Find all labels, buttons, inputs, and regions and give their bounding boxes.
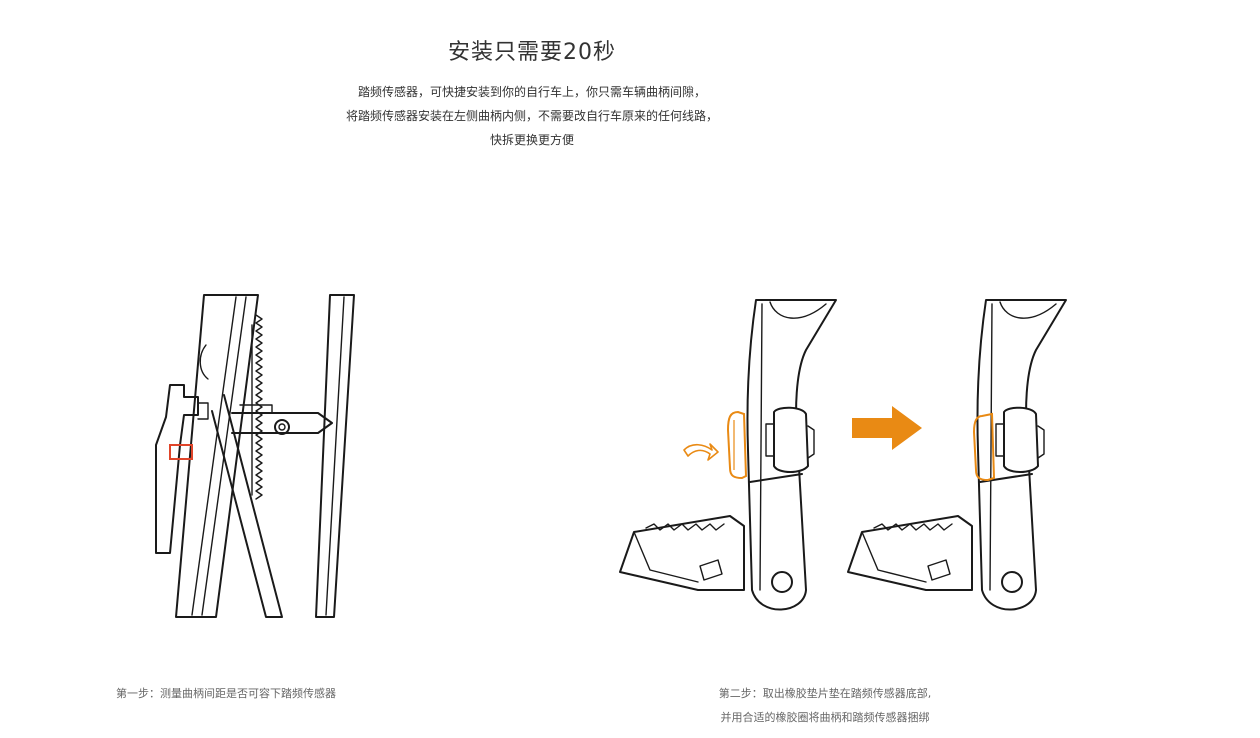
intro-line-2: 将踏频传感器安装在左侧曲柄内侧，不需要改自行车原来的任何线路， xyxy=(345,109,718,123)
step2-sensor-mount-illustration xyxy=(619,299,1067,611)
left-crank-arm xyxy=(175,294,259,618)
rubber-pad xyxy=(726,410,748,480)
spindle xyxy=(231,412,333,434)
crank-view-before xyxy=(619,299,837,611)
chainring-teeth xyxy=(255,314,263,500)
step1-caption-line-1: 第一步：测量曲柄间距是否可容下踏频传感器 xyxy=(116,687,336,700)
pedal-left xyxy=(619,515,745,591)
pedal-hole-left xyxy=(771,571,793,593)
intro-line-3: 快拆更换更方便 xyxy=(489,133,574,147)
curved-arrow-icon xyxy=(683,443,719,461)
step2-caption-line-2: 并用合适的橡胶圈将曲柄和踏频传感器捆绑 xyxy=(720,711,930,724)
sensor-left xyxy=(773,406,809,473)
step1-caption: 第一步：测量曲柄间距是否可容下踏频传感器 xyxy=(116,682,336,706)
step2-caption-line-1: 第二步：取出橡胶垫片垫在踏频传感器底部, xyxy=(718,687,932,700)
right-arrow-icon xyxy=(852,406,922,450)
gap-marker xyxy=(169,444,193,460)
rubber-pad-installed xyxy=(972,412,996,482)
spindle-bolt xyxy=(274,419,290,435)
intro-text: 踏频传感器，可快捷安装到你的自行车上，你只需车辆曲柄间隙， 将踏频传感器安装在左… xyxy=(0,80,1064,152)
step1-crank-gap-illustration xyxy=(155,294,355,618)
pedal-hole-right xyxy=(1001,571,1023,593)
sensor-body xyxy=(155,384,199,554)
crank-view-after xyxy=(847,299,1067,611)
sensor-right xyxy=(1003,406,1039,473)
page-title: 安装只需要20秒 xyxy=(448,40,616,65)
intro-line-1: 踏频传感器，可快捷安装到你的自行车上，你只需车辆曲柄间隙， xyxy=(357,85,706,99)
step2-caption: 第二步：取出橡胶垫片垫在踏频传感器底部, 并用合适的橡胶圈将曲柄和踏频传感器捆绑 xyxy=(680,682,970,730)
pedal-right xyxy=(847,515,973,591)
inner-diagonal-arm xyxy=(211,394,283,618)
right-crank-arm xyxy=(315,294,355,618)
